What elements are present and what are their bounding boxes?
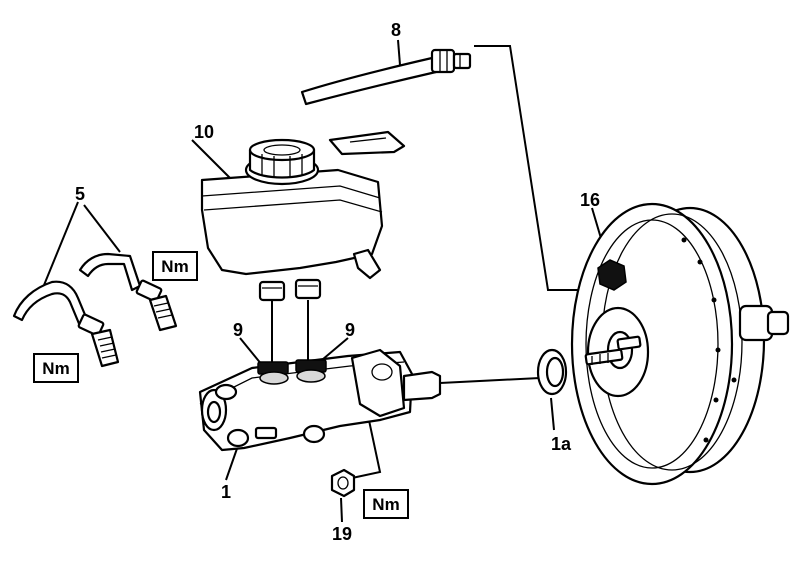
torque-box-nut: Nm	[363, 489, 409, 519]
leader-lines	[41, 39, 609, 523]
torque-label-lower-left: Nm	[42, 359, 69, 378]
torque-label-nut: Nm	[372, 495, 399, 514]
label-brake-lines: 5	[75, 184, 85, 204]
label-seal-right: 9	[345, 320, 355, 340]
label-gasket: 1a	[551, 434, 572, 454]
brake-lines	[12, 252, 178, 368]
torque-box-lower-left: Nm	[33, 353, 79, 383]
mounting-nut	[330, 468, 356, 498]
label-reservoir: 10	[194, 122, 214, 142]
torque-label-upper: Nm	[161, 257, 188, 276]
brake-booster	[570, 202, 790, 486]
torque-box-upper: Nm	[152, 251, 198, 281]
label-master-cylinder: 1	[221, 482, 231, 502]
fluid-reservoir	[200, 130, 406, 302]
master-cylinder	[198, 348, 442, 452]
label-booster: 16	[580, 190, 600, 210]
vacuum-hose	[300, 48, 472, 106]
label-nut: 19	[332, 524, 352, 544]
label-seal-left: 9	[233, 320, 243, 340]
gasket-ring	[536, 348, 568, 396]
label-hose: 8	[391, 20, 401, 40]
